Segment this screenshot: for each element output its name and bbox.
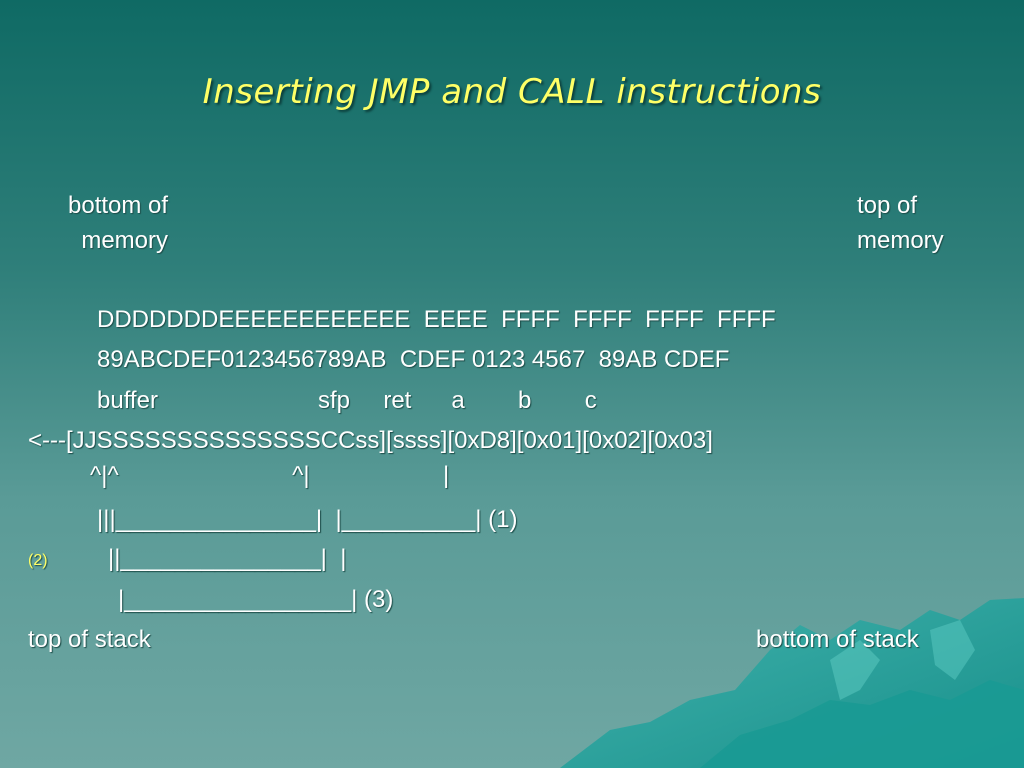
stack-contents-row: <---[JJSSSSSSSSSSSSSSCCss][ssss][0xD8][0… bbox=[28, 427, 713, 454]
bottom-of-stack-label: bottom of stack bbox=[756, 626, 919, 653]
page-title: Inserting JMP and CALL instructions bbox=[202, 72, 822, 112]
arrow-row-3: |_________________| (3) bbox=[118, 586, 394, 613]
field-labels-row: buffer sfp ret a b c bbox=[97, 387, 597, 414]
bottom-of-memory-label: bottom of memory bbox=[68, 192, 169, 254]
top-of-stack-label: top of stack bbox=[28, 626, 151, 653]
bullet-marker-2: (2) bbox=[28, 552, 48, 569]
top-of-memory-label: top of memory bbox=[857, 192, 944, 254]
address-row-low: 89ABCDEF0123456789AB CDEF 0123 4567 89AB… bbox=[97, 346, 730, 373]
address-row-high: DDDDDDDEEEEEEEEEEEE EEEE FFFF FFFF FFFF … bbox=[97, 306, 776, 333]
arrow-row-2: ||_______________| | bbox=[108, 545, 347, 572]
arrow-row-1: |||_______________| |__________| (1) bbox=[97, 506, 518, 533]
pointer-row: ^|^ ^| | bbox=[90, 462, 450, 489]
